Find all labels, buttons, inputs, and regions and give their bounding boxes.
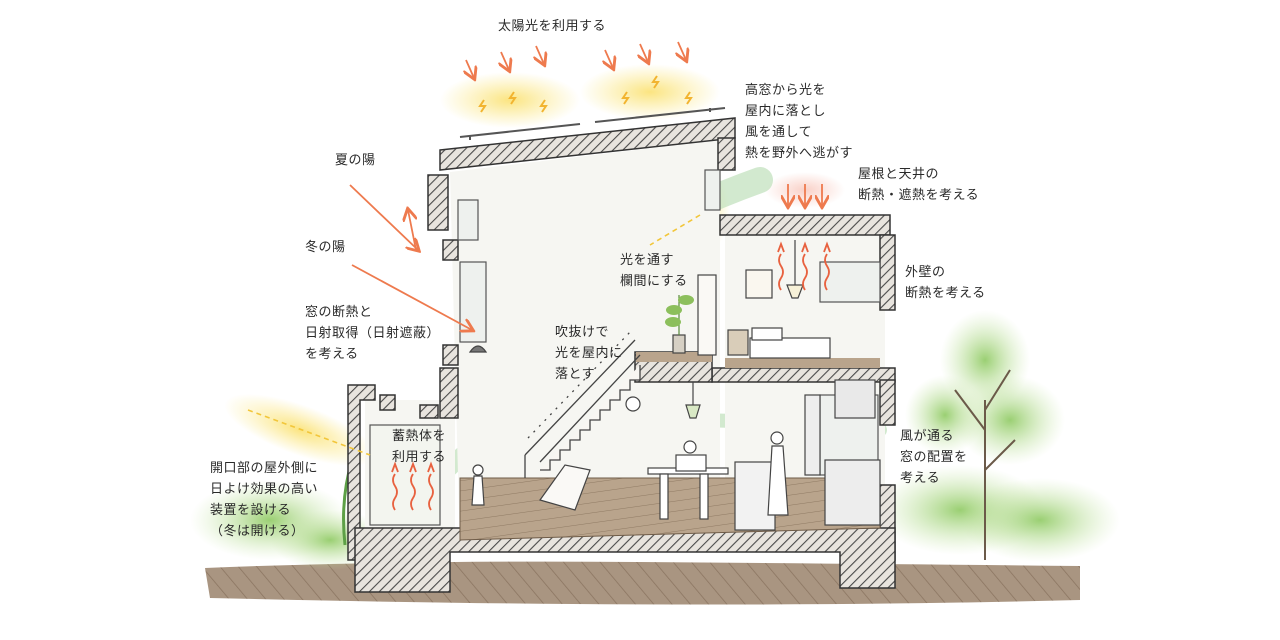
label-high-window: 高窓から光を 屋内に落とし 風を通して 熱を野外へ逃がす: [745, 83, 854, 161]
interior: [450, 140, 720, 550]
label-sun-use: 太陽光を利用する: [498, 19, 607, 34]
label-shade-device: 開口部の屋外側に 日よけ効果の高い 装置を設ける （冬は開ける）: [210, 461, 319, 539]
furniture: [468, 240, 881, 531]
greenery: [190, 310, 1120, 570]
mezzanine-floor: [636, 352, 712, 362]
label-wind-window: 風が通る 窓の配置を 考える: [900, 429, 968, 486]
label-summer-sun: 夏の陽: [335, 153, 376, 168]
windows: [369, 169, 881, 526]
label-window-insulation: 窓の断熱と 日射取得（日射遮蔽） を考える: [305, 305, 441, 362]
label-winter-sun: 冬の陽: [305, 240, 346, 255]
upper-floor: [725, 358, 880, 368]
label-light-through: 光を通す 欄間にする: [620, 253, 688, 289]
label-thermal-mass: 蓄熱体を 利用する: [392, 429, 447, 465]
structure: [347, 117, 896, 593]
staircase: [524, 329, 641, 478]
sun-arrows: [349, 41, 822, 330]
label-atrium: 吹抜けで 光を屋内に 落とす: [555, 325, 623, 382]
heat-waves: [391, 241, 831, 511]
sun-sparks: [478, 75, 693, 113]
label-roof-ceiling: 屋根と天井の 断熱・遮熱を考える: [858, 167, 980, 203]
dashed-sun-rays: [247, 214, 701, 456]
solar-panels: [459, 107, 726, 140]
label-outer-wall: 外壁の 断熱を考える: [905, 265, 986, 301]
